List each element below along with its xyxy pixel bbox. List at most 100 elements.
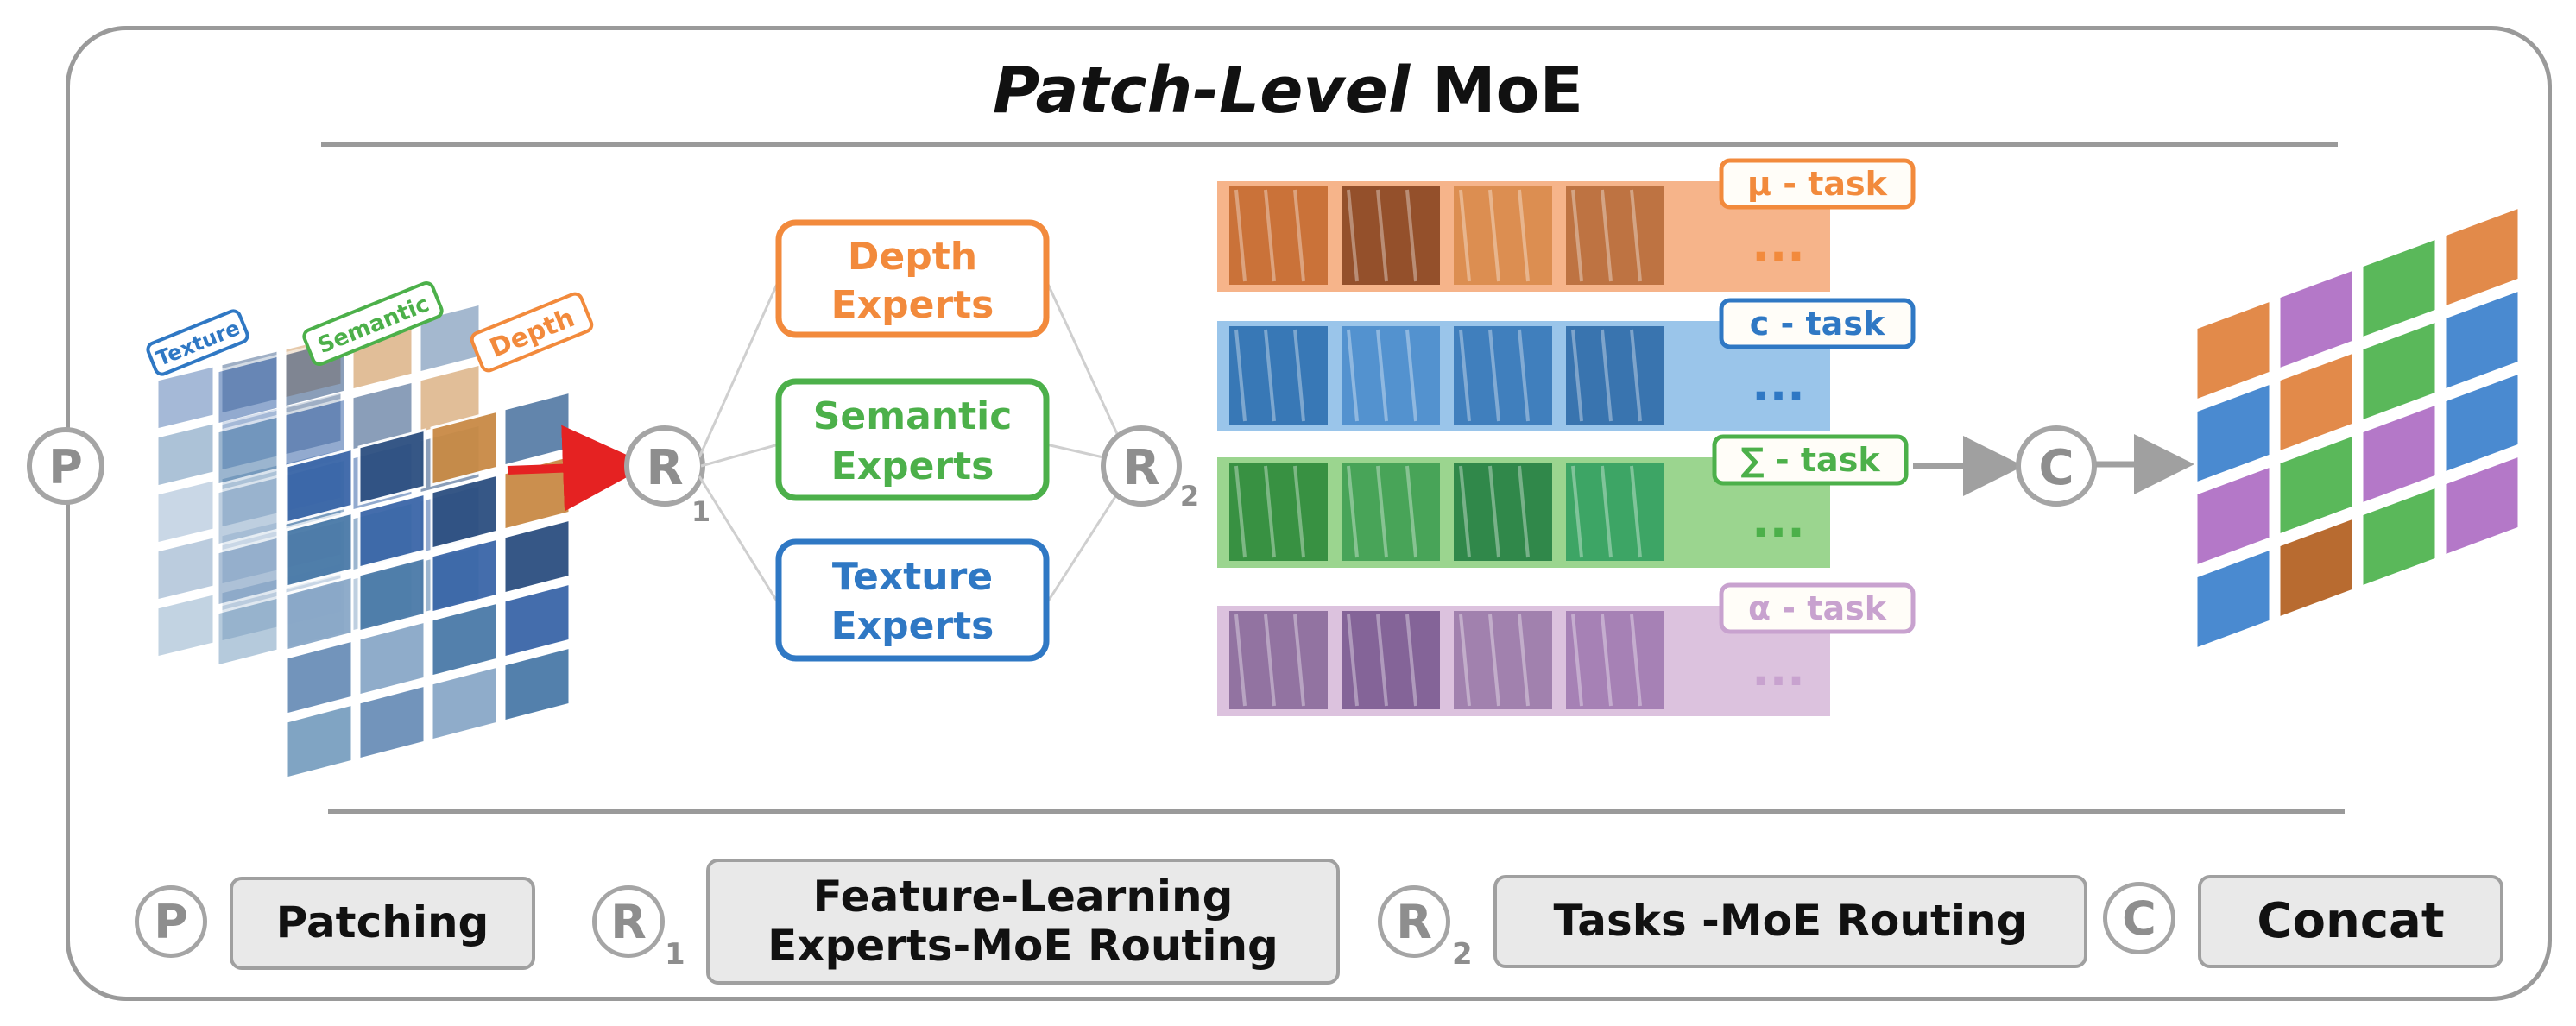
output-tile [2194,463,2272,569]
legend-concat-symbol: C [2103,882,2175,954]
legend-router1-symbol: R [592,885,665,958]
svg-text:Semantic: Semantic [813,394,1013,438]
task-label-box [1719,158,1916,210]
svg-text:Depth: Depth [848,235,977,279]
svg-text:C: C [2038,440,2074,496]
task-label: α - task [1748,589,1887,627]
title-normal: MoE [1431,54,1583,128]
patch-tile [502,645,571,723]
task-thumbnail [1566,611,1664,709]
task-label: μ - task [1747,165,1888,203]
legend-feature-routing: Feature-Learning Experts-MoE Routing [706,859,1340,985]
task-band: ... μ - task [1217,158,1916,292]
output-tile [2194,298,2272,403]
task-thumbnail [1229,463,1328,561]
layer-depth [285,390,571,780]
output-tile [2443,453,2521,558]
legend-router2-sub: 2 [1452,937,1473,972]
output-tile [2443,370,2521,475]
svg-text:2: 2 [1180,480,1199,513]
svg-text:Experts: Experts [831,444,994,488]
top-divider [321,142,2338,147]
task-thumbnail [1342,611,1440,709]
router-2-node: R 2 [1101,425,1199,513]
patch-tile [502,454,571,532]
task-label: ∑ - task [1740,441,1880,479]
legend-patching-symbol: P [135,885,207,958]
output-tile [2360,236,2438,341]
output-tile [2360,484,2438,589]
patch-tile [285,447,354,525]
task-thumbnail [1342,463,1440,561]
svg-text:Texture: Texture [832,555,993,599]
output-tile [2360,401,2438,507]
patch-tile [502,518,571,595]
patch-tile [216,595,280,668]
task-ellipsis: ... [1752,494,1805,548]
patch-tile [155,477,216,545]
patch-tile [357,556,426,633]
svg-text:Experts: Experts [831,283,994,327]
task-band: ...α - task [1217,582,1916,716]
svg-text:1: 1 [691,495,710,528]
concat-node: C [2016,425,2097,507]
patch-tile [155,363,216,431]
output-tile [2194,546,2272,651]
output-tile [2443,205,2521,310]
expert-box-texture: Texture Experts [775,538,1050,662]
task-bands: ... μ - task... c - task... ∑ - task ...α - … [1217,158,1916,716]
output-tile [2277,267,2355,372]
patch-tile [430,537,499,614]
task-ellipsis: ... [1752,217,1805,272]
patching-node-label: P [48,440,83,494]
layer-label-depth: Depth [470,292,594,373]
task-thumbnail [1454,463,1552,561]
patch-tile [155,591,216,659]
patch-tile [430,601,499,678]
task-thumbnail [1454,186,1552,285]
task-thumbnail [1454,326,1552,425]
patch-tile [357,620,426,697]
task-band: ... ∑ - task [1217,434,1909,568]
svg-text:Experts: Experts [831,604,994,648]
task-thumbnail [1566,326,1664,425]
output-patch-grid [2194,205,2521,651]
patch-layer-stack [155,302,571,780]
patch-tile [285,511,354,589]
task-ellipsis: ... [1752,357,1805,412]
output-tile [2277,349,2355,455]
patch-tile [285,575,354,652]
task-thumbnail [1566,463,1664,561]
patch-tile [357,492,426,570]
patch-tile [430,409,499,487]
patch-tile [357,428,426,506]
patch-tile [357,683,426,761]
title-italic: Patch-Level [992,54,1411,128]
patch-tile [155,420,216,488]
router-1-node: R 1 [624,425,710,528]
red-arrow [507,425,649,512]
task-thumbnail [1229,326,1328,425]
patch-tile [216,354,280,426]
expert-box-depth: Depth Experts [775,219,1050,338]
svg-text:R: R [1122,440,1159,496]
patch-tile [216,475,280,547]
legend-tasks-routing: Tasks -MoE Routing [1493,875,2087,968]
bottom-divider [328,809,2345,814]
patch-tile [502,390,571,468]
task-thumbnail [1342,186,1440,285]
patch-tile [285,639,354,716]
diagram-title: Patch-Level MoE [0,54,2576,128]
task-thumbnail [1566,186,1664,285]
task-thumbnail [1229,186,1328,285]
task-band: ... c - task [1217,298,1916,431]
task-label: c - task [1750,305,1885,343]
task-thumbnail [1229,611,1328,709]
patch-tile [285,702,354,780]
patch-tile [430,473,499,551]
output-tile [2443,287,2521,393]
patching-node: P [27,427,104,505]
patch-tile [155,534,216,602]
patch-tile [216,414,280,487]
patch-tile [430,664,499,742]
